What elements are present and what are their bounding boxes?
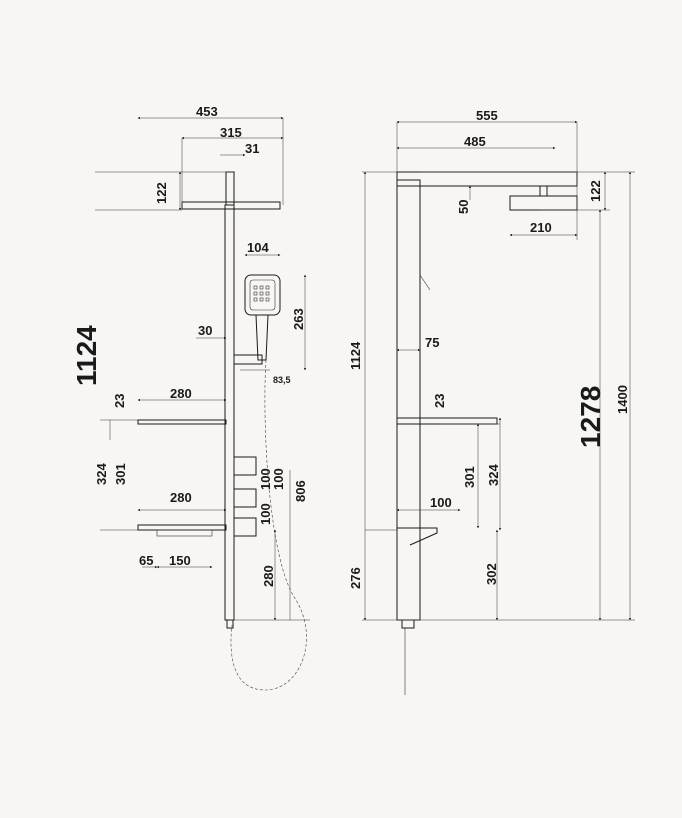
side-dimension-labels: 555 485 50 122 210 1124 75 1278 1400 23 … <box>348 108 630 589</box>
dim-100-side: 100 <box>430 495 452 510</box>
dim-280-bottom: 280 <box>170 490 192 505</box>
dim-210: 210 <box>530 220 552 235</box>
dim-1124-side: 1124 <box>348 341 363 370</box>
dim-75: 75 <box>425 335 439 350</box>
valve-2 <box>233 488 257 508</box>
hand-shower-face <box>249 279 276 311</box>
front-soap-dish <box>156 529 213 537</box>
dim-122-front: 122 <box>154 182 169 204</box>
dim-324-front: 324 <box>94 463 109 485</box>
nozzle-grid <box>253 285 270 302</box>
dim-23-front: 23 <box>112 394 127 408</box>
dim-301-side: 301 <box>462 466 477 488</box>
dim-31: 31 <box>245 141 259 156</box>
front-column <box>224 204 235 621</box>
dim-50: 50 <box>456 200 471 214</box>
dim-302: 302 <box>484 563 499 585</box>
valve-1 <box>233 456 257 476</box>
dim-276: 276 <box>348 567 363 589</box>
side-shower-head <box>509 195 578 211</box>
front-shower-head <box>181 201 281 210</box>
dim-1124-front: 1124 <box>71 325 102 386</box>
dim-324-side: 324 <box>486 464 501 486</box>
side-holder-mark <box>419 274 431 291</box>
side-spout <box>397 527 438 546</box>
dim-100-a: 100 <box>258 468 273 490</box>
dim-1278: 1278 <box>575 386 606 448</box>
front-shelf-bottom <box>137 524 227 531</box>
dim-100-b: 100 <box>271 468 286 490</box>
dim-280-top: 280 <box>170 386 192 401</box>
front-dimension-labels: 453 315 31 122 104 263 30 83,5 1124 23 2… <box>71 104 308 587</box>
dim-30: 30 <box>198 323 212 338</box>
side-column <box>396 179 421 621</box>
dim-806: 806 <box>293 480 308 502</box>
front-shelf-top <box>137 419 227 425</box>
side-view <box>362 120 635 695</box>
side-head-connector <box>539 185 548 197</box>
hand-shower <box>244 274 281 316</box>
dim-100-c: 100 <box>258 503 273 525</box>
dim-280-floor: 280 <box>261 565 276 587</box>
dim-1400: 1400 <box>615 385 630 414</box>
dim-83-5: 83,5 <box>273 375 291 385</box>
valve-3 <box>233 517 257 537</box>
side-arm <box>396 171 578 187</box>
dim-65: 65 <box>139 553 153 568</box>
front-view <box>95 116 310 691</box>
hand-shower-holder <box>233 354 263 365</box>
side-foot <box>401 619 415 629</box>
dim-453: 453 <box>196 104 218 119</box>
shower-hose <box>230 359 307 691</box>
dim-23-side: 23 <box>432 394 447 408</box>
dim-122-side: 122 <box>588 180 603 202</box>
hand-shower-handle <box>255 314 269 361</box>
front-head-arm <box>225 171 235 206</box>
dim-104: 104 <box>247 240 269 255</box>
front-foot <box>226 619 234 629</box>
dim-263: 263 <box>291 308 306 330</box>
dim-301-front: 301 <box>113 463 128 485</box>
dim-485: 485 <box>464 134 486 149</box>
dim-555: 555 <box>476 108 498 123</box>
dim-150: 150 <box>169 553 191 568</box>
dim-315: 315 <box>220 125 242 140</box>
side-shelf <box>396 417 498 425</box>
